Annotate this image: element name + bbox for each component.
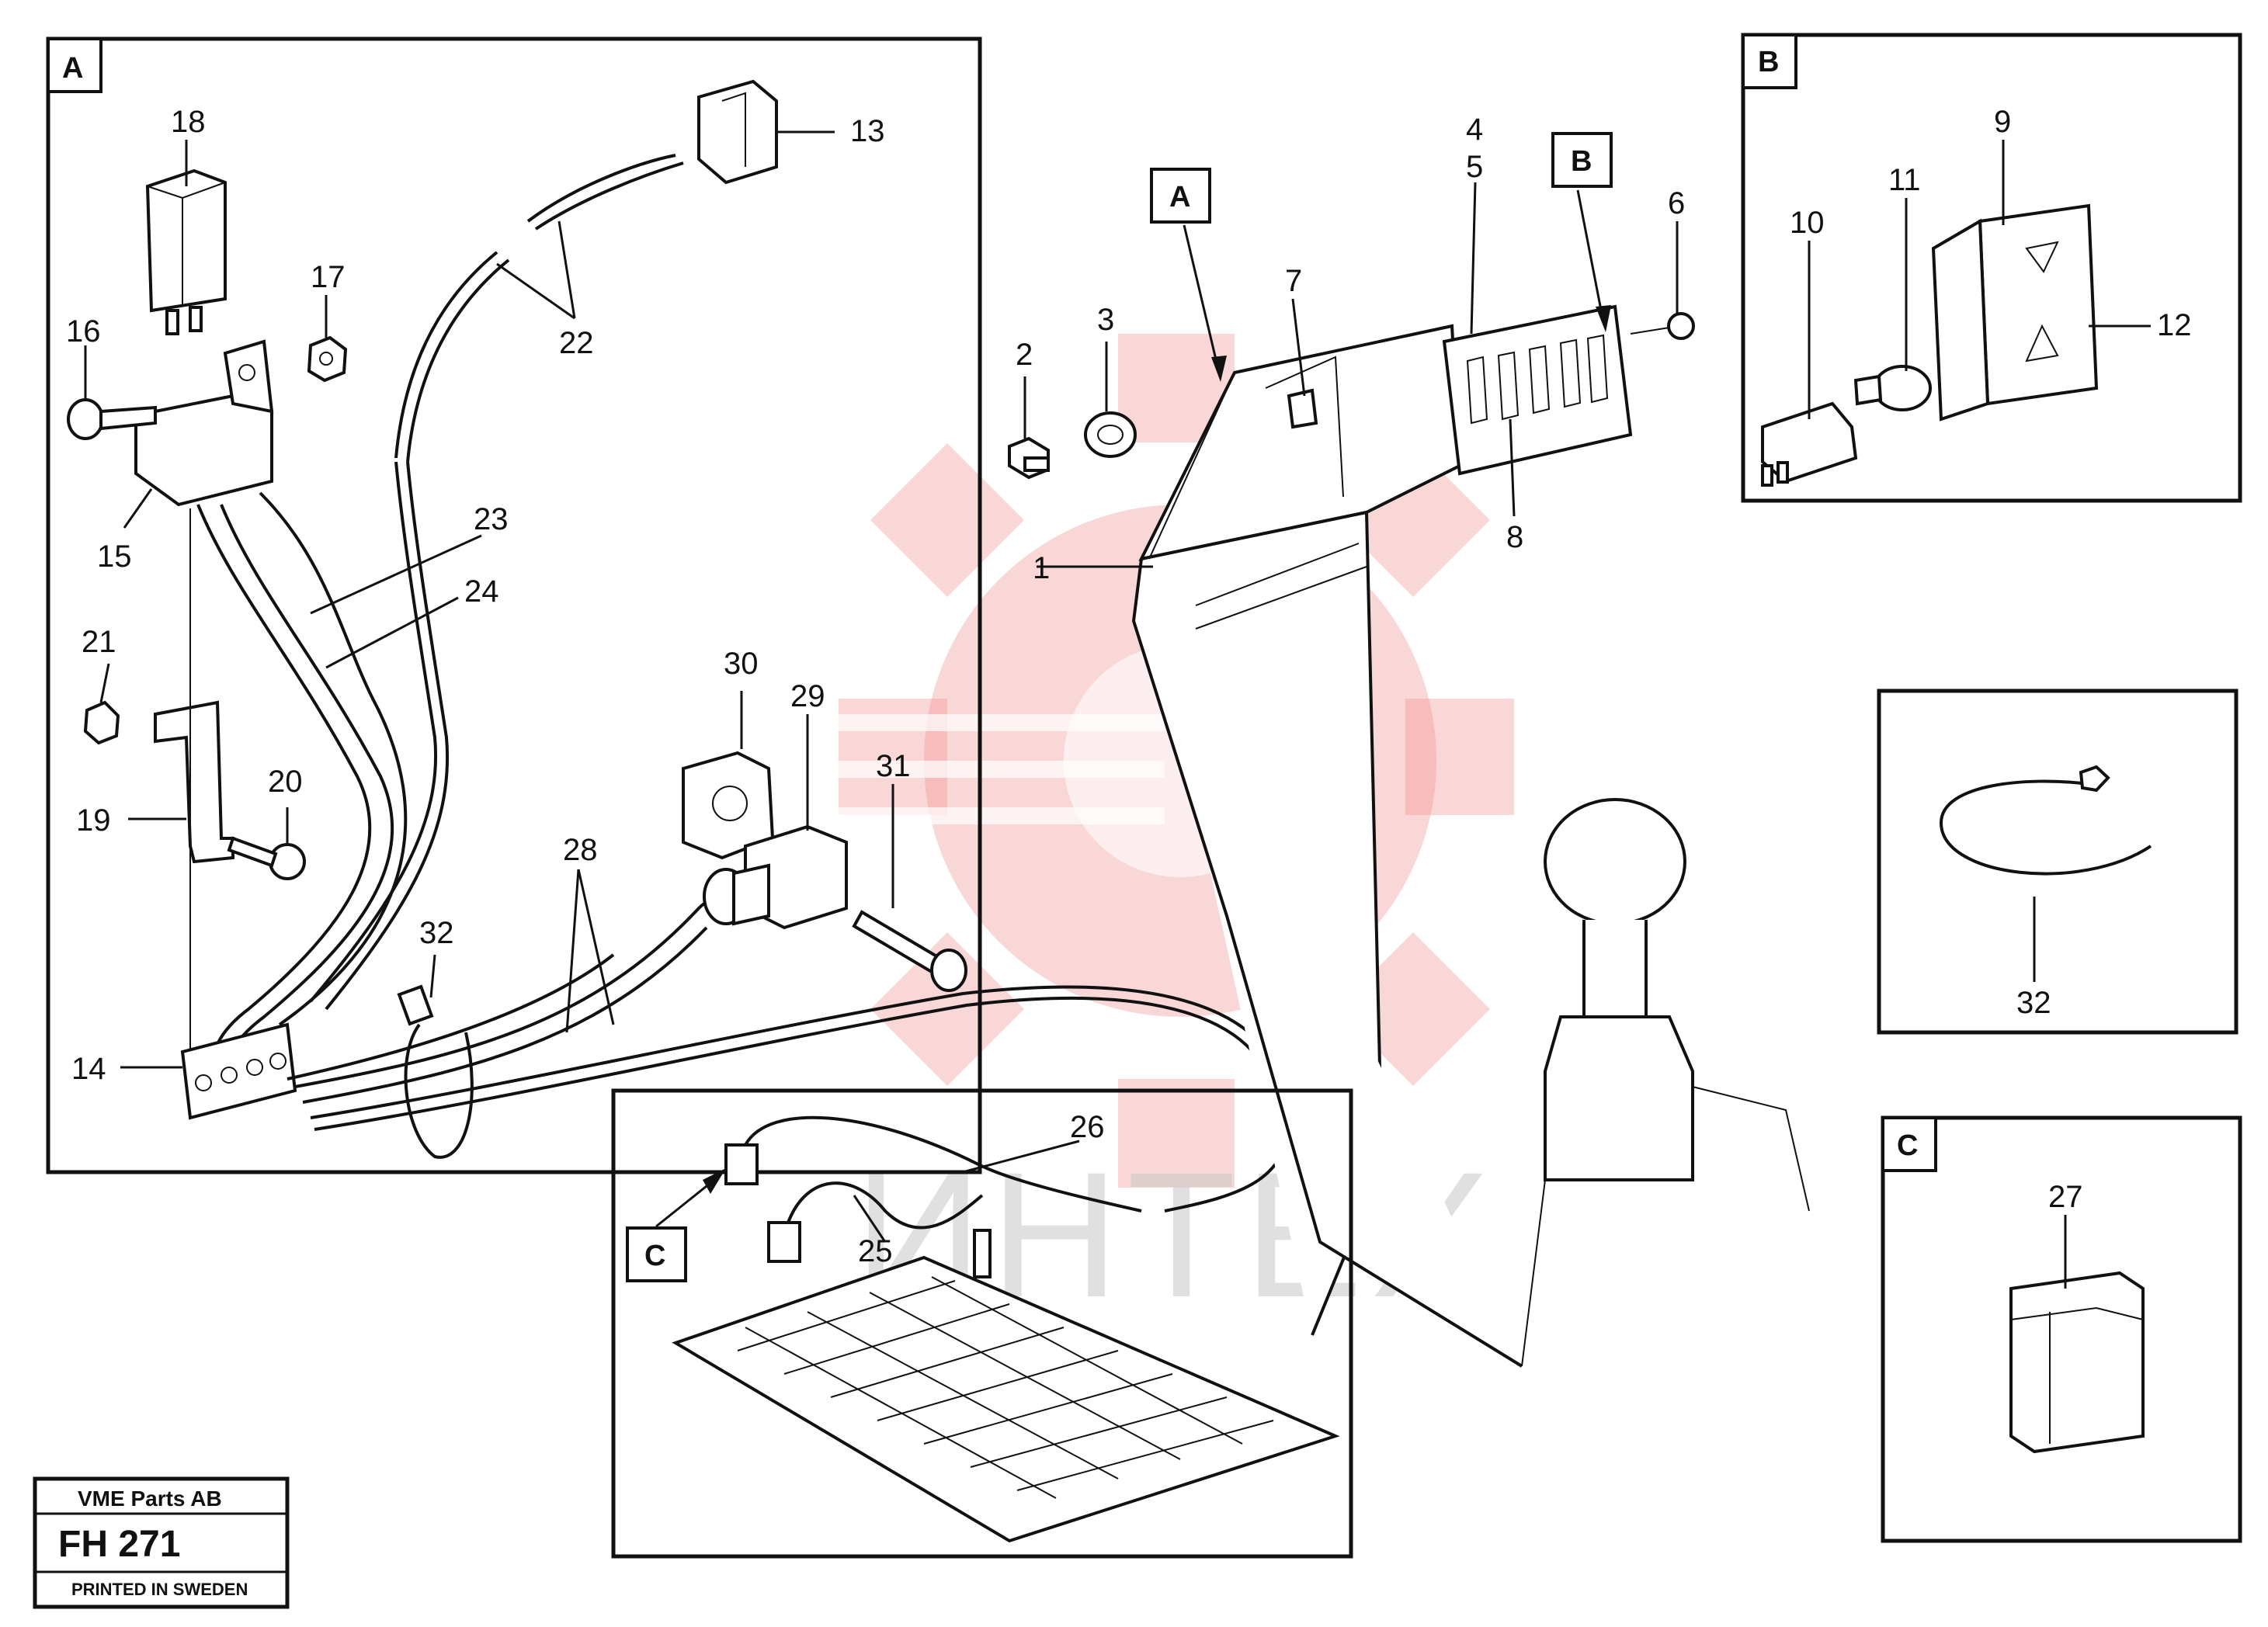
- relay-18: [145, 168, 227, 335]
- detail-box-a: A: [46, 36, 982, 1174]
- ref-a-label: A: [1169, 181, 1190, 213]
- callout-14: 14: [71, 1052, 106, 1086]
- callout-16: 16: [66, 314, 101, 349]
- callout-28: 28: [563, 833, 598, 867]
- detail-a-label: A: [62, 52, 83, 85]
- detail-box-cable-tie: [1877, 689, 2238, 1035]
- callout-24: 24: [464, 574, 499, 609]
- callout-32-detail: 32: [2016, 986, 2051, 1020]
- bolt-31: [852, 910, 967, 992]
- terminal-block-14: [180, 1022, 297, 1120]
- bolt-16: [67, 398, 157, 440]
- callout-7: 7: [1285, 264, 1302, 298]
- ref-box-c: C: [626, 1168, 726, 1282]
- callout-21: 21: [82, 625, 116, 659]
- callout-29: 29: [790, 679, 825, 713]
- circuit-board: [672, 1229, 1340, 1543]
- stamp-company: VME Parts AB: [78, 1487, 222, 1511]
- connector-13: [697, 79, 778, 185]
- callout-12: 12: [2157, 308, 2192, 342]
- callout-30: 30: [724, 647, 759, 681]
- callout-26: 26: [1070, 1110, 1105, 1144]
- wire-22: [526, 154, 676, 223]
- leader-lines: [84, 130, 2151, 1289]
- callout-32: 32: [419, 916, 454, 950]
- panel-plate-4-5: [1442, 304, 1633, 476]
- callout-9: 9: [1994, 105, 2011, 139]
- wire-24: [259, 491, 408, 1026]
- title-stamp: VME Parts AB FH 271 PRINTED IN SWEDEN: [33, 1476, 290, 1609]
- callout-8: 8: [1506, 520, 1523, 554]
- callout-20: 20: [268, 765, 303, 799]
- bulb-11: [1853, 365, 1932, 411]
- screw-2: [1008, 436, 1050, 480]
- callout-10: 10: [1790, 206, 1825, 240]
- detail-box-circuit-board: [611, 1088, 1353, 1559]
- connector-27: [2009, 1271, 2145, 1454]
- detail-c-label: C: [1897, 1129, 1918, 1162]
- stamp-printed: PRINTED IN SWEDEN: [71, 1580, 248, 1599]
- connector-25: [767, 1181, 984, 1263]
- callout-1: 1: [1033, 551, 1050, 585]
- callout-4: 4: [1466, 113, 1483, 147]
- callout-25: 25: [858, 1234, 893, 1268]
- ref-box-a: A: [1150, 168, 1227, 382]
- sensor-29: [703, 824, 848, 930]
- nut-21: [83, 700, 120, 745]
- callout-5: 5: [1466, 150, 1483, 184]
- joystick: [1521, 798, 1810, 1367]
- screw-6: [1630, 312, 1695, 340]
- callout-22: 22: [559, 326, 594, 360]
- connector-26: [724, 1115, 1142, 1212]
- callout-13: 13: [850, 114, 885, 148]
- ref-b-label: B: [1571, 145, 1592, 178]
- callout-17: 17: [311, 260, 346, 294]
- ref-box-b: B: [1551, 132, 1613, 332]
- callout-31: 31: [876, 749, 911, 783]
- callout-15: 15: [97, 539, 132, 574]
- callout-3: 3: [1097, 303, 1114, 337]
- switch-7: [1287, 388, 1318, 429]
- stamp-code: FH 271: [58, 1524, 180, 1565]
- callout-numbers: 18 17 16 15 21 19 20 14 13 22 23 24 28 3…: [66, 105, 2192, 1268]
- callout-18: 18: [171, 105, 206, 139]
- nut-17: [307, 335, 348, 383]
- callout-23: 23: [474, 502, 509, 536]
- wire-23: [196, 504, 372, 1072]
- rocker-switch-9: [1931, 203, 2099, 421]
- callout-11: 11: [1888, 163, 1921, 197]
- bracket-15: [134, 339, 274, 507]
- callout-6: 6: [1668, 186, 1685, 220]
- detail-b-label: B: [1758, 46, 1779, 78]
- bulb-holder-10: [1761, 401, 1858, 487]
- ref-c-label: C: [644, 1240, 665, 1272]
- screw-20: [227, 836, 306, 880]
- callout-19: 19: [76, 803, 111, 838]
- panel-frame-1: [1131, 324, 1523, 1368]
- cable-tie-32: [397, 984, 474, 1159]
- bracket-19: [154, 508, 234, 1071]
- grommet-3: [1084, 411, 1137, 458]
- callout-27: 27: [2048, 1180, 2083, 1214]
- detail-box-c: C: [1881, 1115, 2242, 1543]
- callout-2: 2: [1016, 338, 1033, 372]
- detail-box-b: B: [1741, 33, 2242, 503]
